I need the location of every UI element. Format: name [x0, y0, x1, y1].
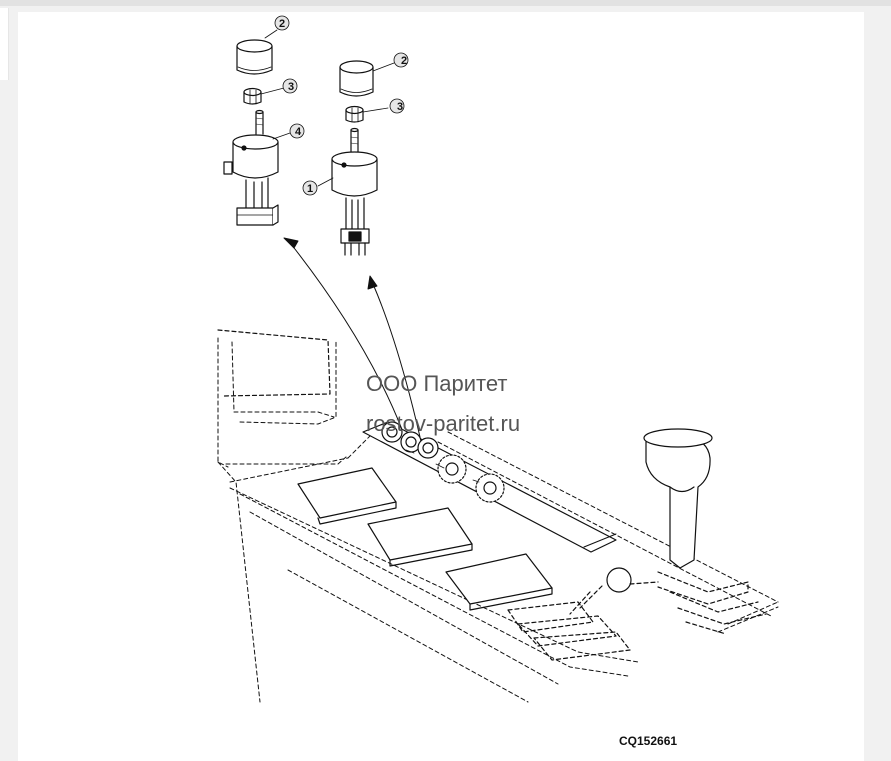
left-strip — [0, 8, 9, 80]
right-nut — [345, 105, 364, 123]
console-outline — [217, 337, 779, 703]
left-switch-assembly — [223, 39, 279, 226]
gear-lever — [643, 428, 713, 569]
callout-right-nut: 3 — [397, 101, 403, 113]
callout-left-knob: 2 — [279, 18, 285, 30]
left-nut — [243, 87, 262, 105]
watermark-company: ООО Паритет — [366, 371, 508, 396]
right-switch-body — [331, 127, 378, 256]
lever-knob — [569, 567, 659, 615]
top-panel-box — [217, 329, 331, 397]
left-knob — [236, 39, 273, 75]
diagram-canvas: 2 3 4 2 3 1 — [18, 12, 864, 761]
callout-right-knob: 2 — [401, 55, 407, 67]
callouts: 2 3 4 2 3 1 — [260, 15, 409, 196]
exploded-view-diagram: 2 3 4 2 3 1 — [217, 15, 779, 703]
left-switch-body — [223, 109, 279, 226]
gear-boot — [657, 571, 767, 635]
callout-left-switch: 4 — [295, 126, 302, 138]
callout-right-switch: 1 — [307, 183, 313, 195]
console-pads — [297, 467, 553, 611]
callout-left-nut: 3 — [288, 81, 294, 93]
right-knob — [339, 60, 374, 97]
figure-code: CQ152661 — [619, 734, 678, 748]
assembly-arrows — [283, 237, 421, 438]
top-bar — [0, 0, 891, 6]
right-switch-assembly — [331, 60, 378, 256]
console-ribs — [507, 601, 631, 661]
watermark-url: rostov-paritet.ru — [366, 411, 521, 436]
control-strip — [362, 421, 617, 553]
